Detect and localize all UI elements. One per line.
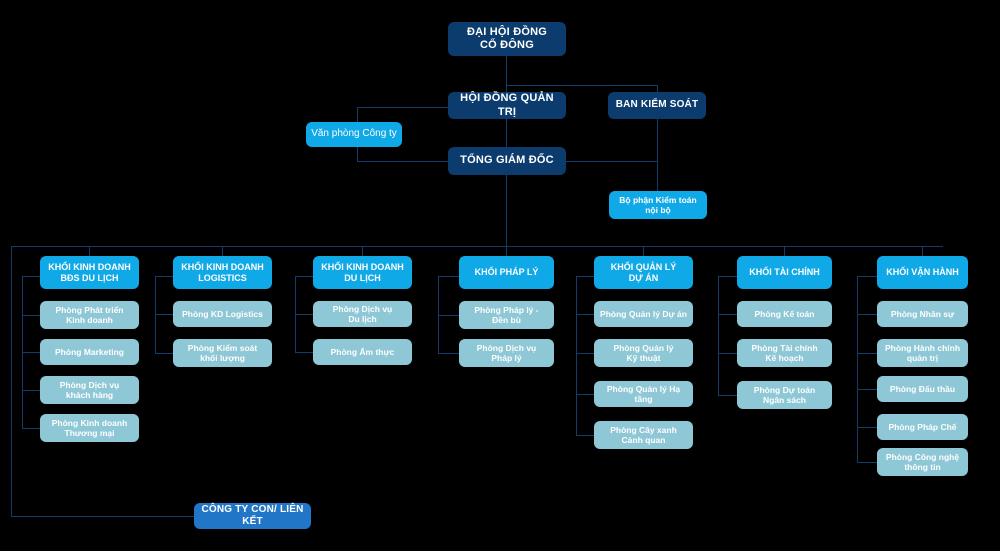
department-logistics-0[interactable]: Phòng KD Logistics bbox=[173, 301, 272, 327]
connector-logistics-child-0 bbox=[155, 314, 173, 315]
connector-du-lich-child-1 bbox=[295, 352, 313, 353]
connector-quan-ly-du-an-child-0 bbox=[576, 314, 594, 315]
connector-board-supervisory-bus bbox=[506, 85, 658, 86]
division-header-bds-du-lich[interactable]: KHỐI KINH DOANH BĐS DU LỊCH bbox=[40, 256, 139, 289]
node-supervisory-board[interactable]: BAN KIỂM SOÁT bbox=[608, 92, 706, 119]
connector-bds-du-lich-child-0 bbox=[22, 315, 40, 316]
connector-board-down bbox=[506, 85, 507, 92]
connector-phap-ly-child-1 bbox=[438, 353, 459, 354]
node-shareholders-assembly[interactable]: ĐẠI HỘI ĐỒNG CỔ ĐÔNG bbox=[448, 22, 566, 56]
connector-logistics-child-1 bbox=[155, 353, 173, 354]
department-bds-du-lich-3[interactable]: Phòng Kinh doanh Thương mại bbox=[40, 414, 139, 442]
connector-drop-duan bbox=[643, 246, 644, 256]
connector-drop-bds bbox=[89, 246, 90, 256]
connector-ceo-to-bus bbox=[506, 175, 507, 246]
connector-trunk-head-bds-du-lich bbox=[22, 276, 40, 277]
connector-trunk-head-van-hanh bbox=[857, 276, 877, 277]
connector-division-bus bbox=[11, 246, 943, 247]
connector-trunk-head-quan-ly-du-an bbox=[576, 276, 594, 277]
connector-du-lich-child-0 bbox=[295, 314, 313, 315]
connector-ceo-to-audit-line bbox=[562, 161, 658, 162]
connector-subsidiary-vertical bbox=[11, 246, 12, 516]
department-bds-du-lich-1[interactable]: Phòng Marketing bbox=[40, 339, 139, 365]
connector-quan-ly-du-an-child-3 bbox=[576, 435, 594, 436]
connector-van-hanh-child-3 bbox=[857, 427, 877, 428]
node-internal-audit[interactable]: Bộ phận Kiểm toán nội bộ bbox=[609, 191, 707, 219]
department-quan-ly-du-an-0[interactable]: Phòng Quản lý Dự án bbox=[594, 301, 693, 327]
connector-supervisory-down bbox=[657, 85, 658, 92]
department-bds-du-lich-2[interactable]: Phòng Dịch vụ khách hàng bbox=[40, 376, 139, 404]
department-van-hanh-1[interactable]: Phòng Hành chính quản trị bbox=[877, 339, 968, 367]
connector-office-to-ceo bbox=[357, 161, 452, 162]
connector-bds-du-lich-child-1 bbox=[22, 352, 40, 353]
department-du-lich-1[interactable]: Phòng Ẩm thực bbox=[313, 339, 412, 365]
connector-trunk-head-logistics bbox=[155, 276, 173, 277]
division-header-du-lich[interactable]: KHỐI KINH DOANH DU LỊCH bbox=[313, 256, 412, 289]
department-quan-ly-du-an-2[interactable]: Phòng Quản lý Hạ tầng bbox=[594, 381, 693, 407]
department-phap-ly-0[interactable]: Phòng Pháp lý - Đền bù bbox=[459, 301, 554, 329]
connector-tai-chinh-child-2 bbox=[718, 395, 737, 396]
connector-van-hanh-child-2 bbox=[857, 389, 877, 390]
connector-trunk-phap-ly bbox=[438, 276, 439, 353]
connector-quan-ly-du-an-child-2 bbox=[576, 394, 594, 395]
department-quan-ly-du-an-3[interactable]: Phòng Cây xanh Cảnh quan bbox=[594, 421, 693, 449]
connector-trunk-van-hanh bbox=[857, 276, 858, 462]
division-header-phap-ly[interactable]: KHỐI PHÁP LÝ bbox=[459, 256, 554, 289]
connector-phap-ly-child-0 bbox=[438, 315, 459, 316]
connector-tai-chinh-child-1 bbox=[718, 353, 737, 354]
node-board-of-directors[interactable]: HỘI ĐỒNG QUẢN TRỊ bbox=[448, 92, 566, 119]
division-header-tai-chinh[interactable]: KHỐI TÀI CHÍNH bbox=[737, 256, 832, 289]
department-tai-chinh-1[interactable]: Phòng Tài chính Kế hoạch bbox=[737, 339, 832, 367]
connector-drop-taichinh bbox=[784, 246, 785, 256]
division-header-quan-ly-du-an[interactable]: KHỐI QUẢN LÝ DỰ ÁN bbox=[594, 256, 693, 289]
connector-shareholders-down bbox=[506, 56, 507, 85]
connector-drop-phaply bbox=[506, 246, 507, 256]
department-tai-chinh-2[interactable]: Phòng Dự toán Ngân sách bbox=[737, 381, 832, 409]
node-company-office[interactable]: Văn phòng Công ty bbox=[306, 122, 402, 147]
connector-drop-dulich bbox=[362, 246, 363, 256]
connector-subsidiary-horizontal bbox=[11, 516, 194, 517]
department-van-hanh-0[interactable]: Phòng Nhân sự bbox=[877, 301, 968, 327]
connector-trunk-quan-ly-du-an bbox=[576, 276, 577, 435]
connector-van-hanh-child-0 bbox=[857, 314, 877, 315]
connector-trunk-tai-chinh bbox=[718, 276, 719, 395]
connector-drop-logistics bbox=[222, 246, 223, 256]
connector-supervisory-to-audit bbox=[657, 119, 658, 191]
connector-office-to-board bbox=[357, 107, 452, 108]
department-van-hanh-3[interactable]: Phòng Pháp Chế bbox=[877, 414, 968, 440]
connector-trunk-head-du-lich bbox=[295, 276, 313, 277]
department-tai-chinh-0[interactable]: Phòng Kế toán bbox=[737, 301, 832, 327]
connector-drop-vanhanh bbox=[922, 246, 923, 256]
connector-trunk-head-phap-ly bbox=[438, 276, 459, 277]
department-quan-ly-du-an-1[interactable]: Phòng Quản lý Kỹ thuật bbox=[594, 339, 693, 367]
node-subsidiaries[interactable]: CÔNG TY CON/ LIÊN KẾT bbox=[194, 503, 311, 529]
division-header-logistics[interactable]: KHỐI KINH DOANH LOGISTICS bbox=[173, 256, 272, 289]
connector-bds-du-lich-child-2 bbox=[22, 390, 40, 391]
department-phap-ly-1[interactable]: Phòng Dịch vụ Pháp lý bbox=[459, 339, 554, 367]
node-ceo[interactable]: TỔNG GIÁM ĐỐC bbox=[448, 147, 566, 175]
connector-tai-chinh-child-0 bbox=[718, 314, 737, 315]
connector-board-to-ceo bbox=[506, 119, 507, 147]
connector-van-hanh-child-1 bbox=[857, 353, 877, 354]
connector-quan-ly-du-an-child-1 bbox=[576, 353, 594, 354]
department-bds-du-lich-0[interactable]: Phòng Phát triển Kinh doanh bbox=[40, 301, 139, 329]
department-van-hanh-4[interactable]: Phòng Công nghệ thông tin bbox=[877, 448, 968, 476]
department-van-hanh-2[interactable]: Phòng Đấu thầu bbox=[877, 376, 968, 402]
connector-trunk-head-tai-chinh bbox=[718, 276, 737, 277]
connector-bds-du-lich-child-3 bbox=[22, 428, 40, 429]
connector-van-hanh-child-4 bbox=[857, 462, 877, 463]
department-logistics-1[interactable]: Phòng Kiểm soát khối lượng bbox=[173, 339, 272, 367]
department-du-lich-0[interactable]: Phòng Dịch vụ Du lịch bbox=[313, 301, 412, 327]
division-header-van-hanh[interactable]: KHỐI VẬN HÀNH bbox=[877, 256, 968, 289]
